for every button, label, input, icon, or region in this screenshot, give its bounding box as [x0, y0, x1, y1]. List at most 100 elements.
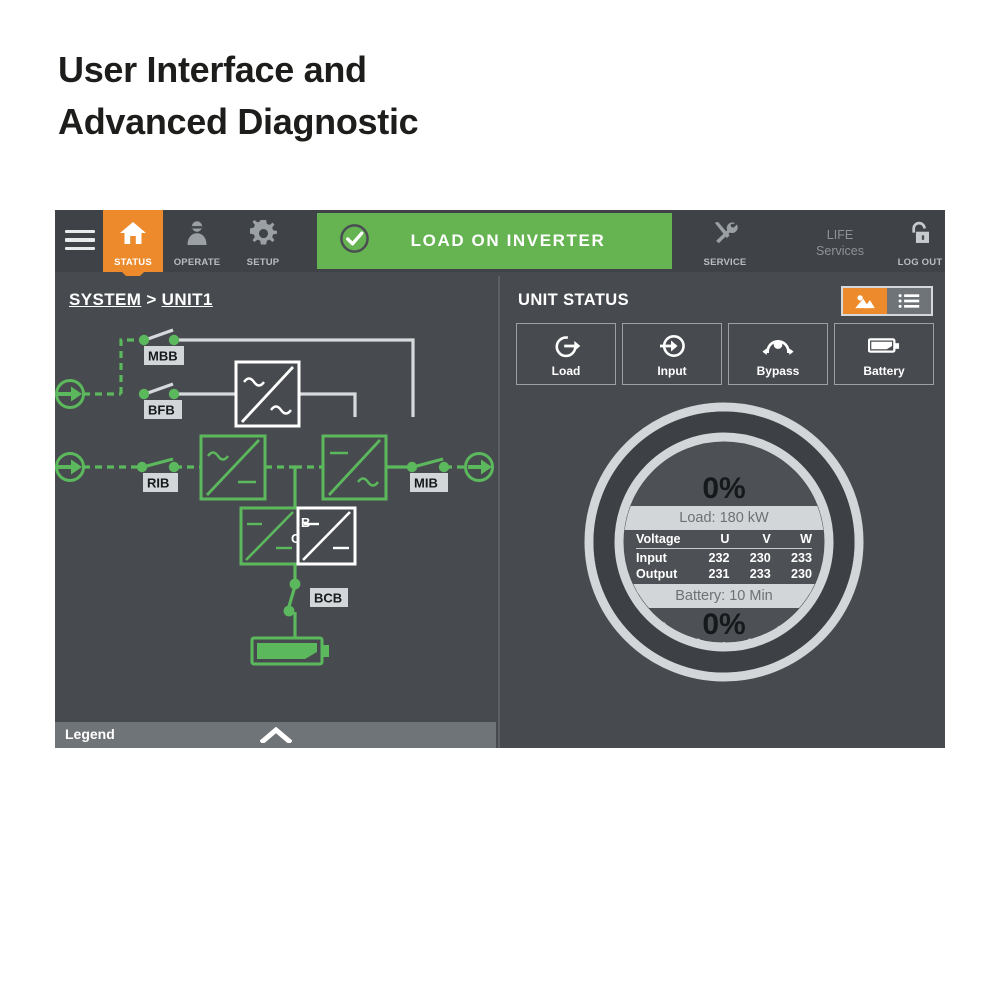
page-title: User Interface and Advanced Diagnostic: [58, 44, 658, 148]
load-percent: 0%: [702, 472, 746, 505]
breaker-bfb[interactable]: [138, 382, 180, 400]
page-title-line-1: User Interface and: [58, 49, 367, 90]
tab-battery[interactable]: Battery: [834, 323, 934, 385]
tab-battery-label: Battery: [863, 364, 905, 378]
gear-icon: [233, 218, 293, 248]
breadcrumb-system[interactable]: SYSTEM: [69, 290, 142, 309]
check-circle-icon: [339, 223, 370, 259]
pane-divider: [498, 276, 500, 748]
table-row: Input 232 230 233: [636, 549, 812, 565]
breaker-label-mbb-text: MBB: [148, 349, 178, 364]
nav-item-service-label: SERVICE: [703, 257, 747, 268]
nav-item-logout[interactable]: LOG OUT: [890, 210, 945, 272]
breadcrumb-separator: >: [146, 290, 157, 309]
breaker-label-bfb: BFB: [144, 400, 182, 419]
page-title-line-2: Advanced Diagnostic: [58, 101, 419, 143]
list-view-icon: [898, 294, 920, 308]
voltage-header-w: W: [770, 532, 812, 550]
voltage-header-u: U: [688, 532, 730, 550]
voltage-header-label: Voltage: [636, 532, 689, 550]
voltage-row-input-label: Input: [636, 550, 667, 565]
breaker-label-bcb: BCB: [310, 588, 348, 607]
tab-bypass-label: Bypass: [756, 364, 800, 378]
input-icon: [623, 333, 721, 359]
hamburger-menu-icon[interactable]: [65, 230, 95, 252]
nav-item-logout-label: LOG OUT: [897, 257, 943, 268]
voltage-row-output-v: 233: [749, 566, 771, 581]
battery-icon-diagram: [250, 636, 329, 666]
breaker-label-mbb: MBB: [144, 346, 184, 365]
image-view-icon: [855, 295, 875, 309]
status-banner: LOAD ON INVERTER: [317, 213, 672, 269]
load-label: Load: 180 kW: [624, 506, 824, 530]
unit-status-pane: UNIT STATUS: [504, 276, 945, 748]
breaker-mbb[interactable]: [138, 328, 180, 346]
life-services-line-2: Services: [816, 243, 864, 258]
battery-converter-block-label: B: [301, 515, 310, 530]
breaker-bcb[interactable]: [283, 578, 301, 617]
nav-item-service[interactable]: SERVICE: [695, 210, 755, 272]
nav-item-setup-label: SETUP: [246, 257, 280, 268]
breaker-label-bcb-text: BCB: [314, 591, 342, 606]
breaker-label-mib: MIB: [410, 473, 448, 492]
legend-bar[interactable]: Legend: [55, 722, 496, 748]
breadcrumb-unit1[interactable]: UNIT1: [161, 290, 213, 309]
status-banner-text: LOAD ON INVERTER: [410, 231, 606, 250]
unit-status-title: UNIT STATUS: [518, 291, 630, 309]
voltage-row-input-v: 230: [749, 550, 771, 565]
power-flow-diagram: C B MBB: [55, 328, 494, 666]
ups-touchscreen: STATUS OPERATE SETUP: [55, 210, 945, 748]
bypass-icon: [729, 333, 827, 359]
life-services-line-1: LIFE: [826, 228, 854, 242]
view-toggle[interactable]: [841, 286, 933, 316]
voltage-header-v: V: [729, 532, 771, 550]
top-navigation-bar: STATUS OPERATE SETUP: [55, 210, 945, 283]
breaker-mib[interactable]: [406, 457, 450, 473]
nav-item-status-label: STATUS: [114, 257, 152, 268]
breaker-rib[interactable]: [136, 457, 180, 473]
breaker-label-rib: RIB: [143, 473, 178, 492]
voltage-row-input-w: 233: [790, 550, 812, 565]
nav-item-status[interactable]: STATUS: [103, 210, 163, 283]
life-services-label[interactable]: LIFE Services: [795, 228, 885, 259]
voltage-row-output-w: 230: [790, 566, 812, 581]
tab-bypass[interactable]: Bypass: [728, 323, 828, 385]
breadcrumb: SYSTEM>UNIT1: [69, 290, 213, 310]
chevron-up-icon[interactable]: [259, 726, 293, 748]
single-line-diagram-pane: SYSTEM>UNIT1: [55, 276, 496, 748]
battery-icon: [835, 333, 933, 359]
voltage-row-output-label: Output: [636, 566, 678, 581]
load-icon: [517, 333, 615, 359]
input-arrow-icon-bypass: [55, 379, 85, 409]
battery-label: Battery: 10 Min: [624, 584, 824, 608]
tab-load-label: Load: [551, 364, 581, 378]
breaker-label-bfb-text: BFB: [148, 403, 175, 418]
output-arrow-icon: [464, 452, 494, 482]
tab-load[interactable]: Load: [516, 323, 616, 385]
view-toggle-list[interactable]: [887, 288, 931, 314]
voltage-row-input-u: 232: [708, 550, 730, 565]
unlock-icon: [890, 218, 945, 248]
block-charger: C: [239, 506, 301, 566]
nav-item-operate[interactable]: OPERATE: [167, 210, 227, 272]
wire-mbb-to-output: [175, 338, 415, 417]
gauge-readout: 0% Load: 180 kW Voltage U V W Input 232 …: [624, 442, 824, 642]
block-inverter: [321, 434, 388, 501]
nav-item-setup[interactable]: SETUP: [233, 210, 293, 272]
nav-item-operate-label: OPERATE: [173, 257, 221, 268]
charger-block-label: C: [291, 531, 301, 546]
tools-icon: [695, 218, 755, 248]
person-icon: [167, 218, 227, 248]
legend-label: Legend: [65, 726, 115, 742]
breaker-label-mib-text: MIB: [414, 476, 438, 491]
voltage-row-output-u: 231: [708, 566, 730, 581]
table-row: Output 231 233 230: [636, 565, 812, 581]
tab-input[interactable]: Input: [622, 323, 722, 385]
battery-percent: 0%: [702, 608, 746, 641]
block-rectifier: [199, 434, 267, 501]
status-tab-row: Load Input: [516, 323, 934, 385]
view-toggle-graphic[interactable]: [843, 288, 887, 314]
load-battery-gauge: 50% 100% 100% 50% 0% 0% 0% Load: 180 kW …: [583, 401, 865, 683]
input-arrow-icon-main: [55, 452, 85, 482]
block-static-bypass-switch: [234, 360, 301, 428]
